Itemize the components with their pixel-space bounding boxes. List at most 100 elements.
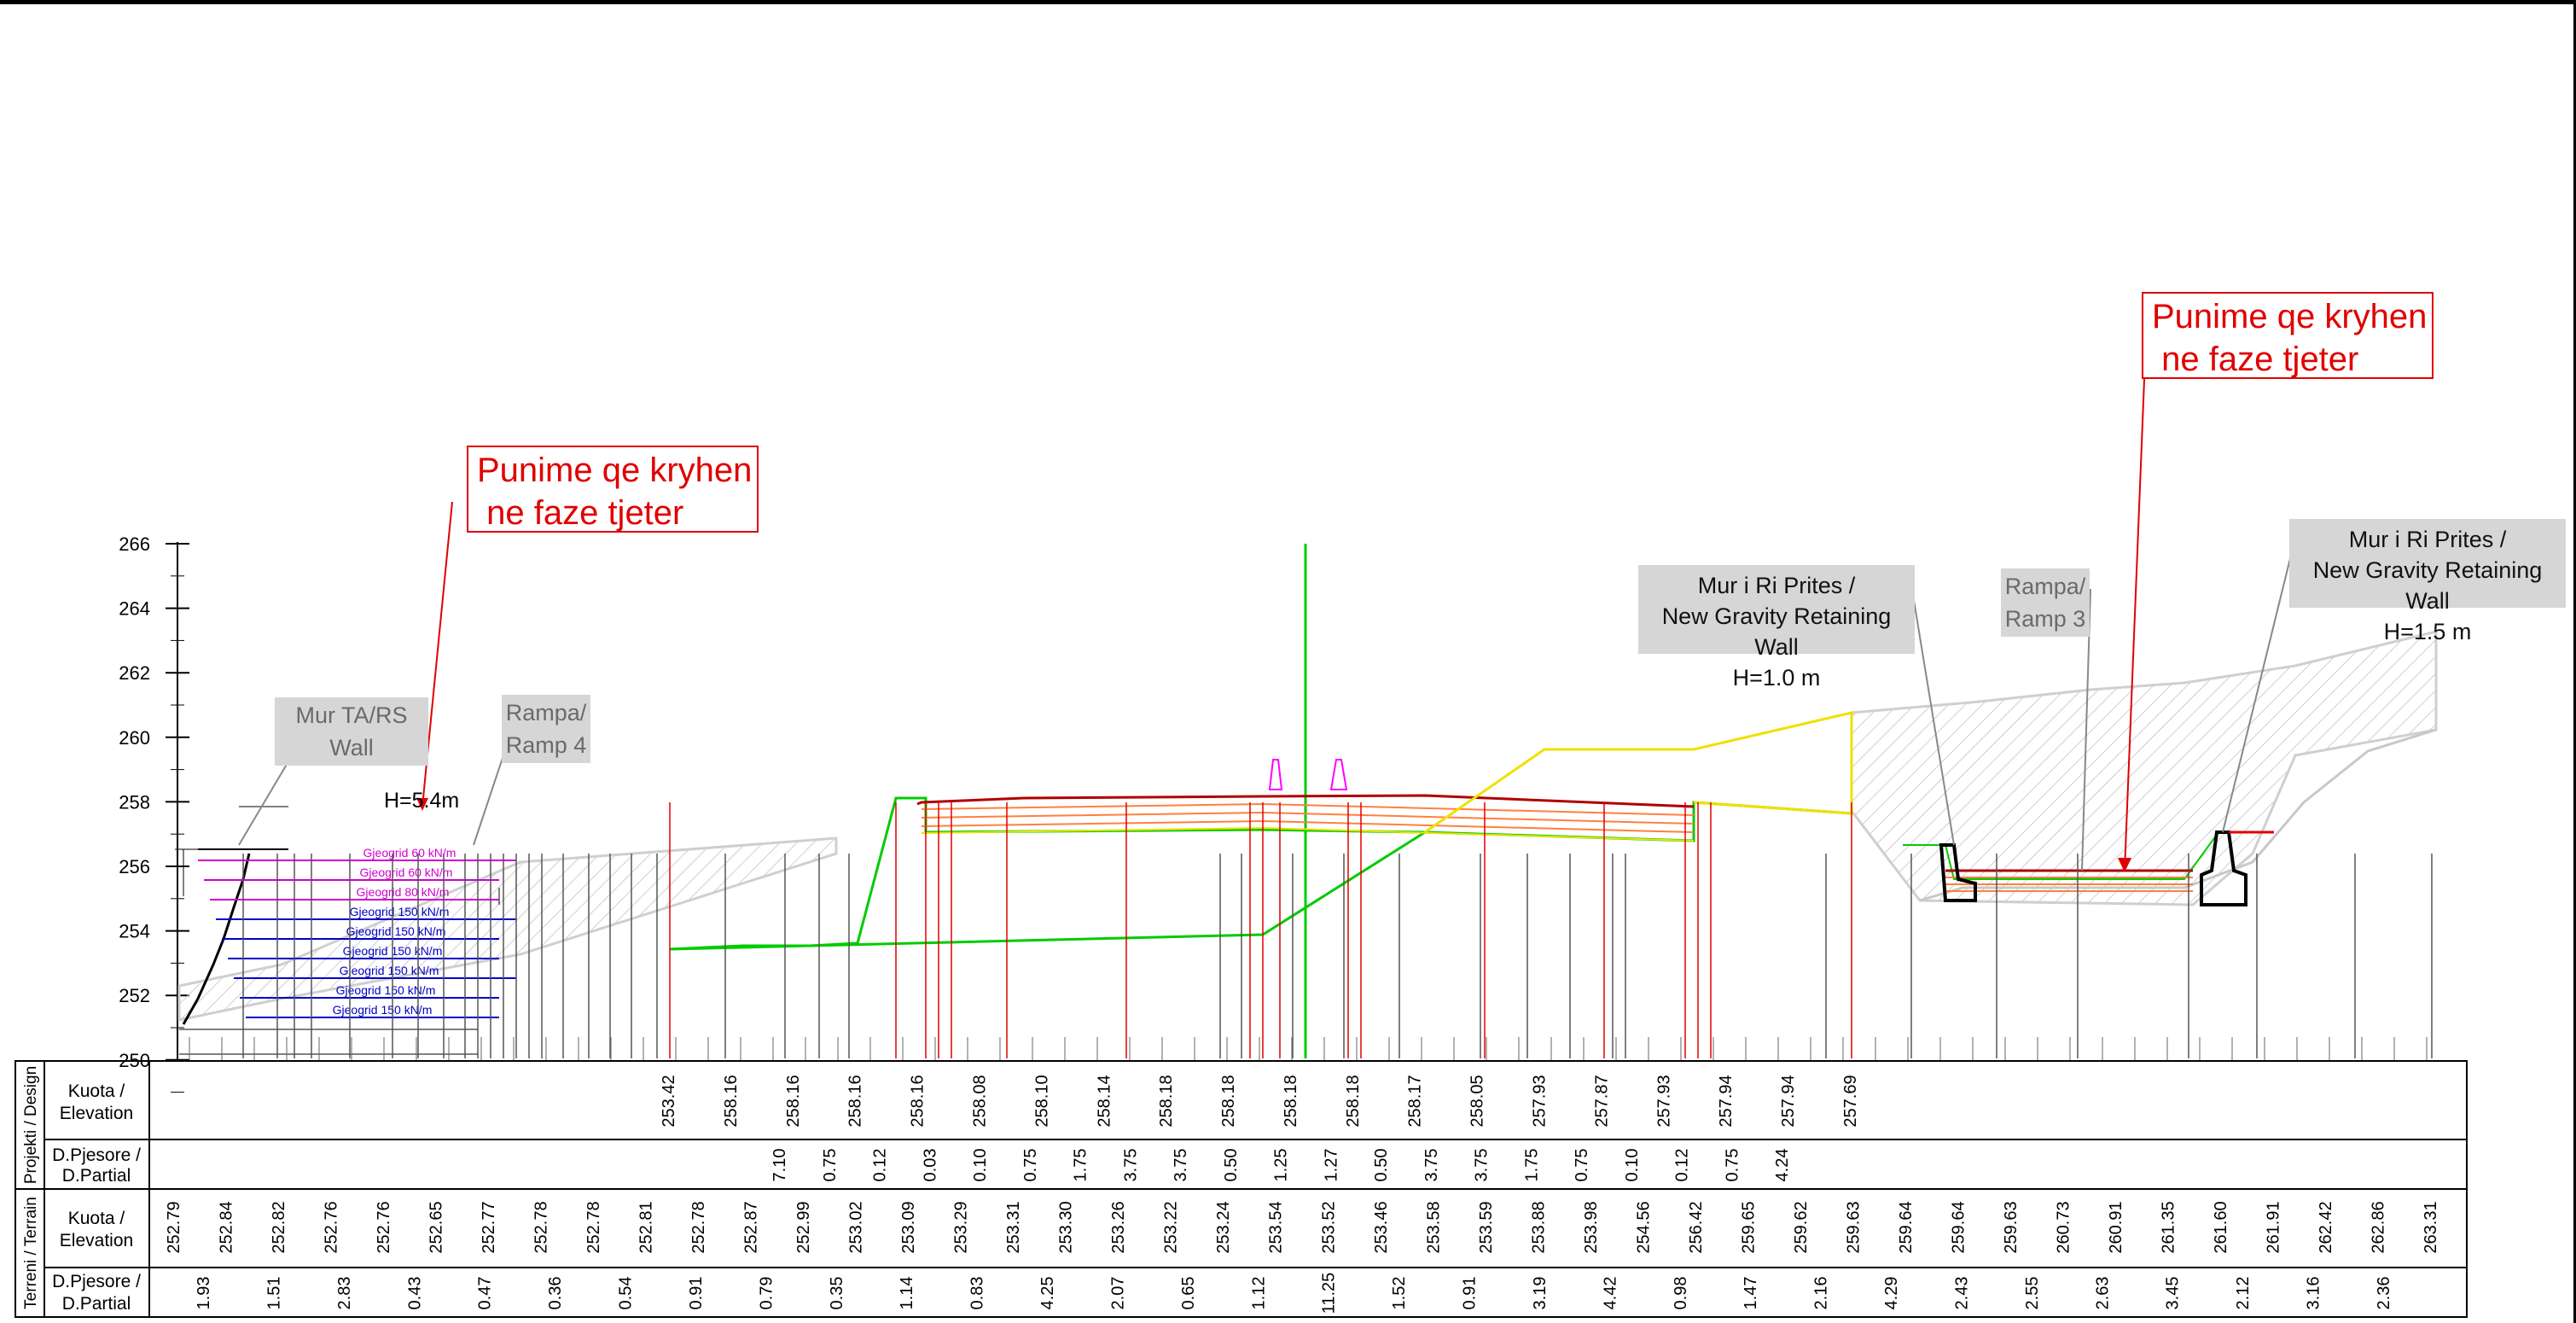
table-value: 4.29: [1882, 1277, 1901, 1310]
table-value: 1.93: [195, 1277, 213, 1310]
table-value: 252.79: [165, 1201, 183, 1253]
table-value: 0.12: [871, 1149, 890, 1182]
table-value: 252.76: [323, 1201, 341, 1253]
table-value: 253.88: [1529, 1201, 1548, 1253]
table-value: 2.16: [1812, 1277, 1831, 1310]
table-value: 258.16: [722, 1075, 741, 1127]
geogrid-label: Gjeogrid 80 kN/m: [357, 885, 450, 899]
geogrid-label: Gjeogrid 150 kN/m: [346, 924, 446, 938]
wall-callout-right: Mur i Ri Prites / New Gravity Retaining …: [2289, 519, 2566, 644]
table-value: 258.18: [1344, 1075, 1363, 1127]
table-value: 3.75: [1121, 1149, 1140, 1182]
y-tick-label: 256: [119, 856, 150, 877]
table-value: 252.76: [375, 1201, 393, 1253]
table-value: 259.65: [1739, 1201, 1758, 1253]
table-value: 252.78: [689, 1201, 708, 1253]
table-value: 3.19: [1531, 1277, 1550, 1310]
table-value: 257.93: [1531, 1075, 1550, 1127]
table-value: 0.91: [1461, 1277, 1480, 1310]
table-value: 252.82: [270, 1201, 288, 1253]
table-value: 253.29: [952, 1201, 971, 1253]
wall-right-line-3: H=1.5 m: [2383, 619, 2472, 644]
table-value: 1.12: [1249, 1277, 1268, 1310]
table-value: 0.75: [821, 1149, 840, 1182]
row-label-design-dpj-1: D.Pjesore /: [52, 1145, 141, 1165]
terrain-fill: [177, 630, 2438, 1022]
table-value: 253.02: [847, 1201, 866, 1253]
station-lines: [189, 802, 2433, 1060]
ramp-4-line-1: Rampa/: [505, 700, 587, 726]
table-value: 1.47: [1742, 1277, 1760, 1310]
table-value: 0.43: [405, 1277, 424, 1310]
table-value: 0.75: [1723, 1149, 1742, 1182]
table-value: 0.79: [757, 1277, 776, 1310]
group-terrain-label: Terreni / Terrain: [22, 1197, 40, 1309]
table-value: 258.18: [1219, 1075, 1238, 1127]
table-value: 258.10: [1032, 1075, 1051, 1127]
wall-left-line-3: H=1.0 m: [1732, 665, 1821, 691]
table-value: 258.18: [1157, 1075, 1176, 1127]
table-value: 261.60: [2212, 1201, 2230, 1253]
table-value: 257.93: [1654, 1075, 1673, 1127]
wall-right-line-2: New Gravity Retaining Wall: [2312, 557, 2543, 614]
table-value: 0.10: [971, 1149, 990, 1182]
table-value: 252.78: [532, 1201, 551, 1253]
table-value: 2.63: [2093, 1277, 2112, 1310]
table-value: 7.10: [770, 1149, 789, 1182]
ramp-3-line-2: Ramp 3: [2004, 606, 2086, 632]
ramp-3-callout: Rampa/ Ramp 3: [2001, 568, 2090, 637]
table-value: 258.17: [1406, 1075, 1425, 1127]
table-value: 252.65: [427, 1201, 446, 1253]
table-value: 2.12: [2234, 1277, 2253, 1310]
table-value: 253.46: [1372, 1201, 1391, 1253]
group-design-label: Projekti / Design: [22, 1066, 40, 1184]
table-value: 257.94: [1717, 1075, 1736, 1127]
table-value: 0.03: [921, 1149, 939, 1182]
table-value: 2.36: [2375, 1277, 2393, 1310]
geogrid-label: Gjeogrid 150 kN/m: [350, 905, 450, 918]
table-value: 0.50: [1222, 1149, 1241, 1182]
table-value: 4.42: [1601, 1277, 1619, 1310]
wall-height-label: H=5.4m: [384, 789, 460, 813]
table-value: 261.35: [2159, 1201, 2178, 1253]
table-value: 259.62: [1792, 1201, 1811, 1253]
table-value: 4.25: [1038, 1277, 1057, 1310]
table-value: 0.65: [1179, 1277, 1198, 1310]
y-tick-label: 260: [119, 727, 150, 749]
row-label-design-kuota-1: Kuota /: [68, 1081, 125, 1101]
phase-callout-left: Punime qe kryhen ne faze tjeter: [467, 446, 759, 533]
table-value: 1.14: [898, 1277, 916, 1310]
table-value: 253.42: [660, 1075, 678, 1127]
table-value: 3.75: [1473, 1149, 1492, 1182]
table-value: 253.59: [1477, 1201, 1496, 1253]
table-value: 2.55: [2023, 1277, 2042, 1310]
table-value: 0.91: [687, 1277, 706, 1310]
table-value: 0.36: [546, 1277, 565, 1310]
table-value: 254.56: [1634, 1201, 1653, 1253]
table-value: 2.07: [1108, 1277, 1127, 1310]
wall-left-line-2: New Gravity Retaining Wall: [1661, 603, 1892, 660]
table-value: 1.25: [1272, 1149, 1291, 1182]
table-value: 258.05: [1468, 1075, 1487, 1127]
row-label-design-dpj-2: D.Partial: [62, 1166, 131, 1186]
table-value: 253.31: [1004, 1201, 1023, 1253]
table-value: 252.87: [742, 1201, 761, 1253]
table-value: 253.52: [1319, 1201, 1338, 1253]
table-value: 252.99: [794, 1201, 813, 1253]
table-value: 258.08: [970, 1075, 989, 1127]
y-tick-label: 254: [119, 921, 150, 942]
table-value: 1.52: [1390, 1277, 1409, 1310]
table-value: 262.86: [2369, 1201, 2387, 1253]
ramp-4-callout: Rampa/ Ramp 4: [502, 695, 590, 763]
row-label-design-kuota-2: Elevation: [60, 1104, 133, 1123]
table-value: 0.50: [1372, 1149, 1391, 1182]
geogrid-label: Gjeogrid 150 kN/m: [333, 1003, 433, 1017]
wall-left-line-1: Mur i Ri Prites /: [1697, 573, 1856, 598]
table-value: 3.75: [1422, 1149, 1441, 1182]
y-tick-label: 258: [119, 791, 150, 813]
table-value: 252.77: [480, 1201, 498, 1253]
table-value: 256.42: [1687, 1201, 1706, 1253]
table-value: 0.98: [1672, 1277, 1690, 1310]
